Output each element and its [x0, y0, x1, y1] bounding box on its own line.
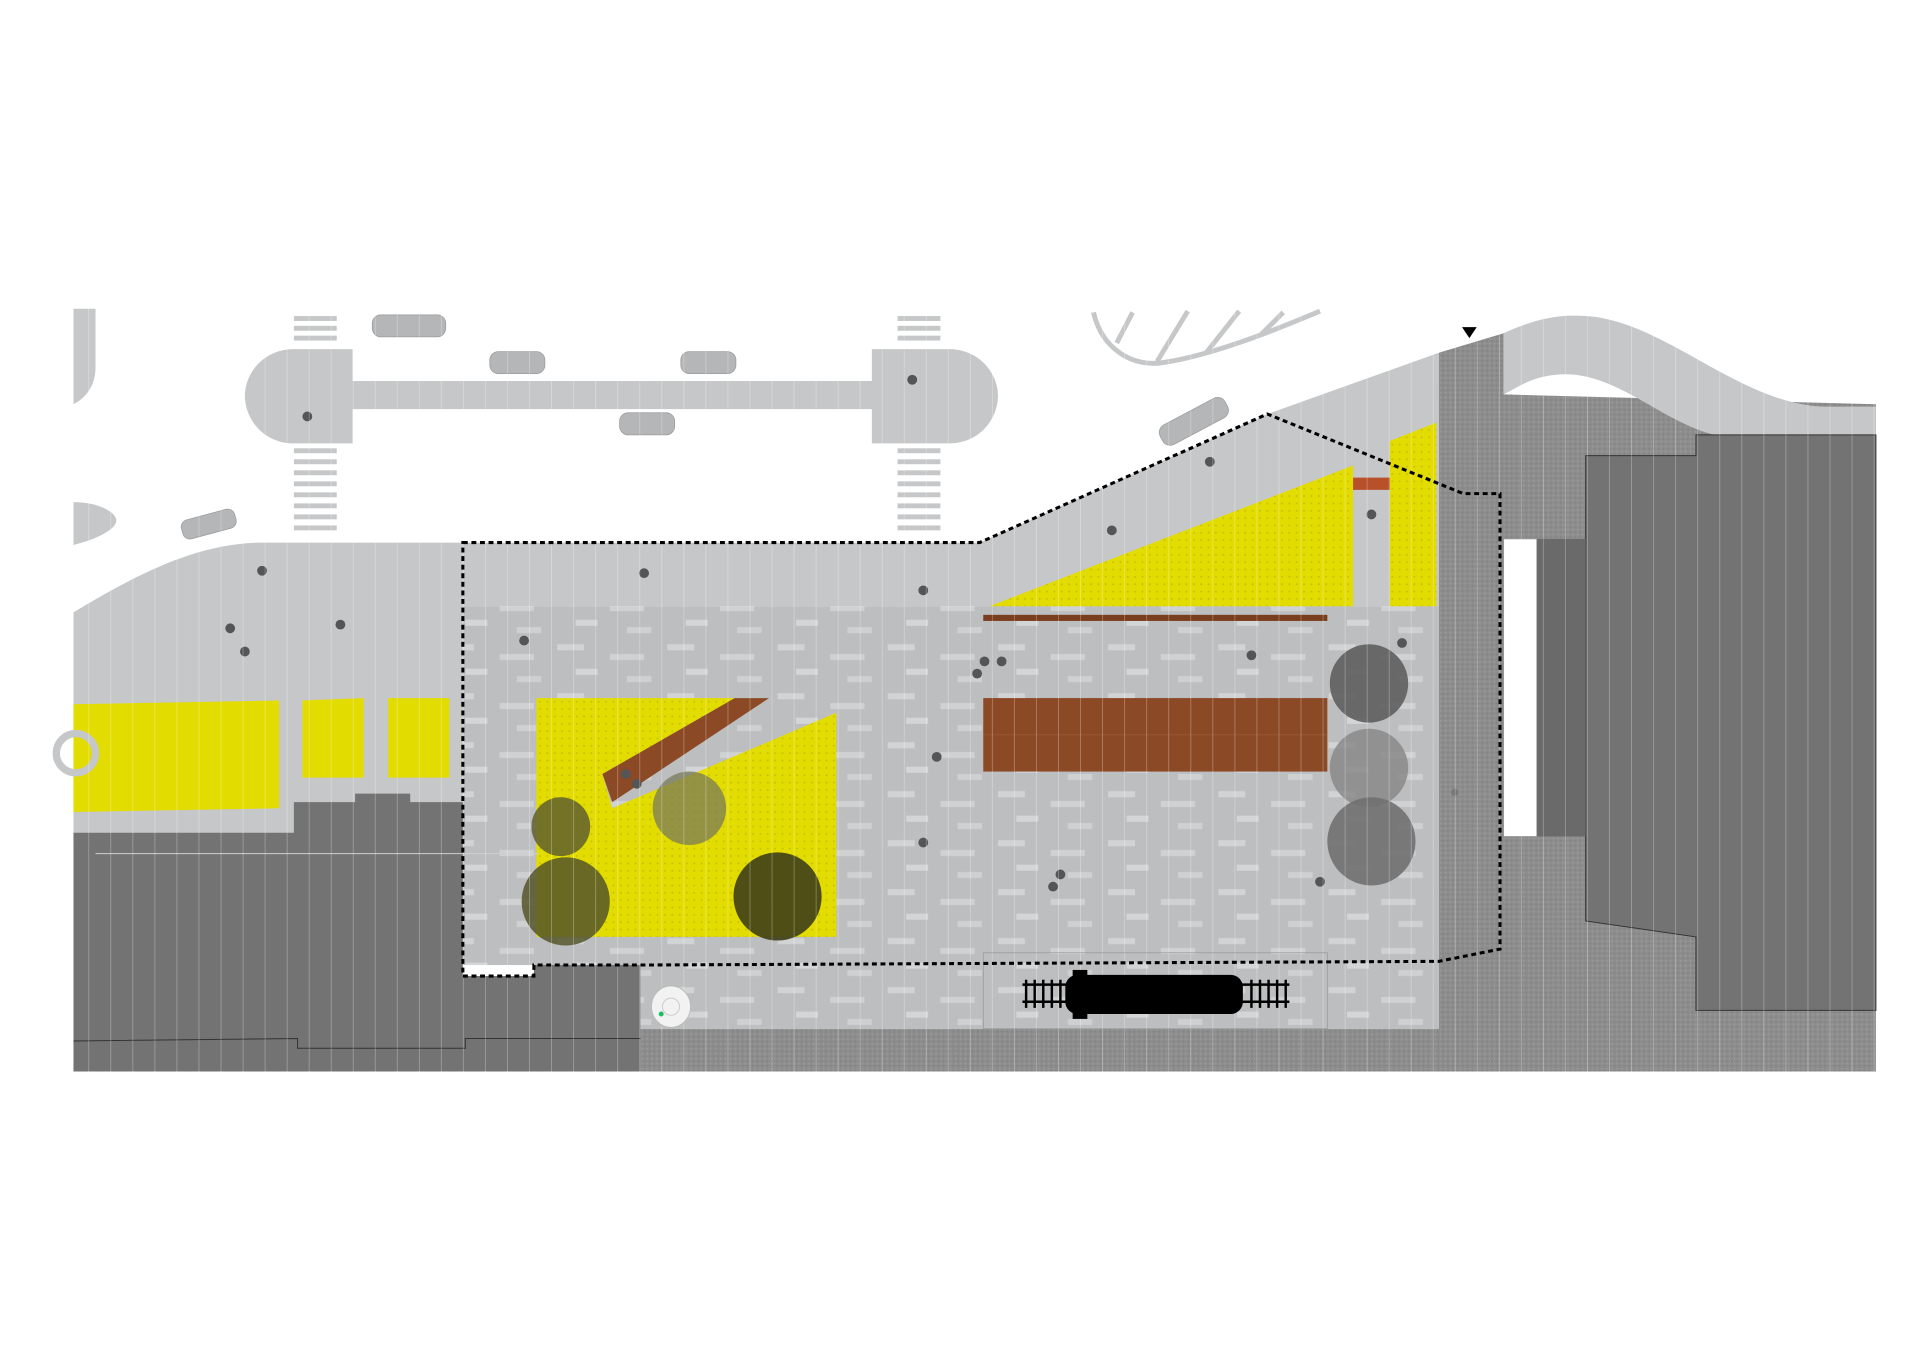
train-icon: [982, 952, 1328, 1030]
north-marker-icon: [1462, 327, 1477, 339]
fountain: [650, 985, 692, 1028]
line-texture: [73, 308, 1876, 1072]
